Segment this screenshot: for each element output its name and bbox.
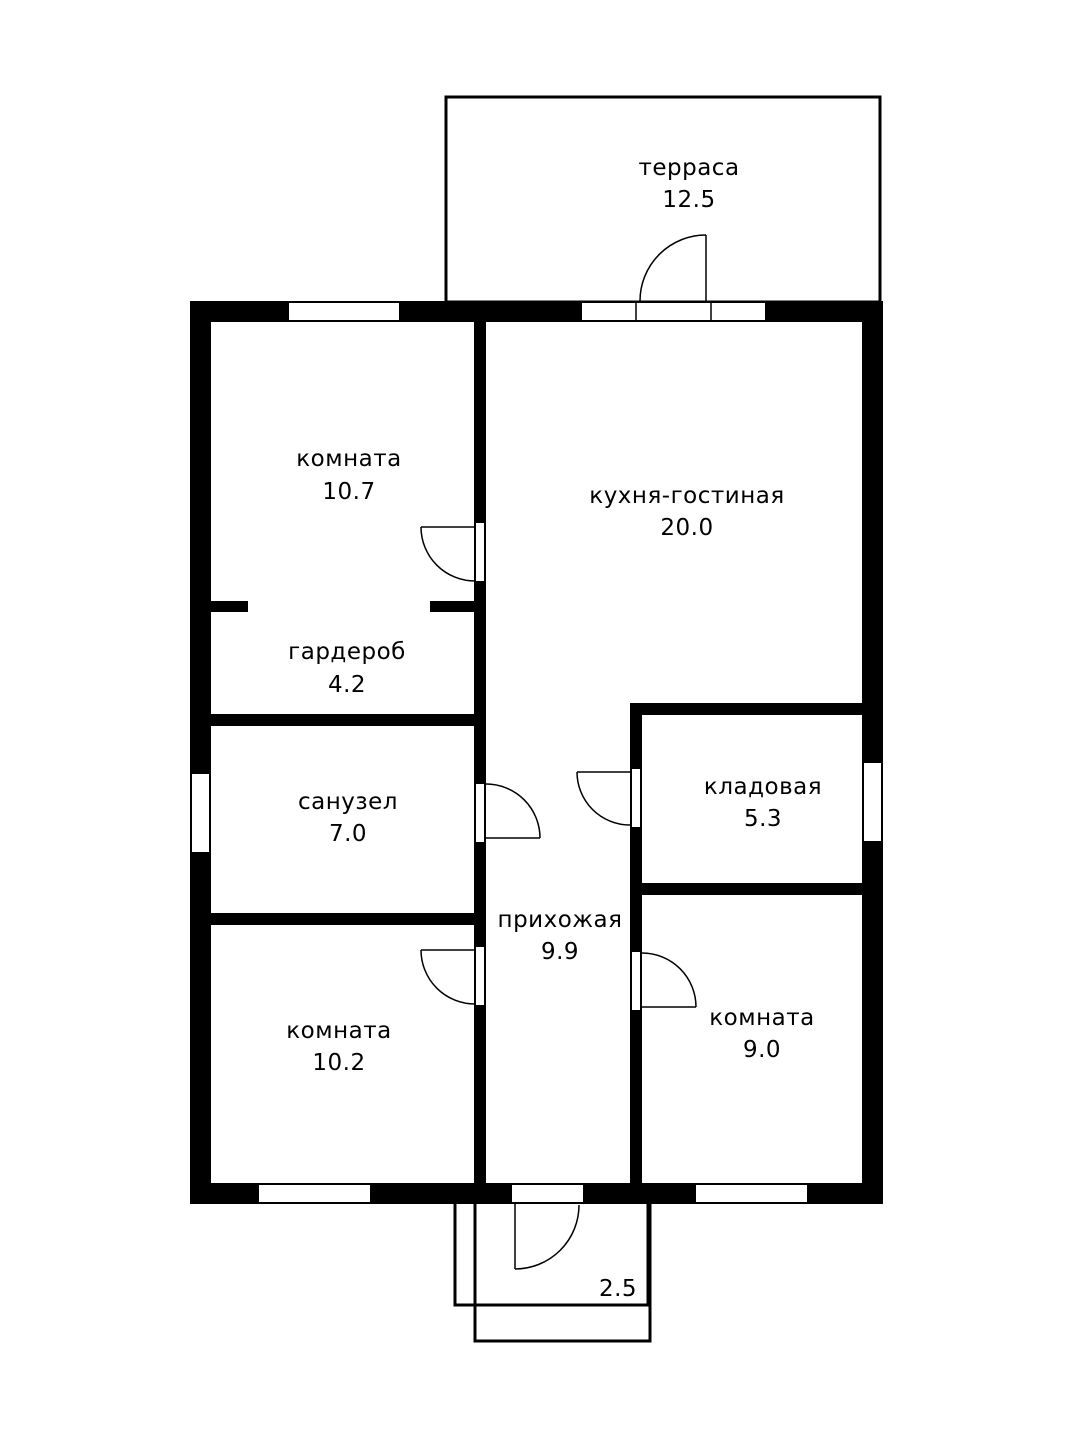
pantry-area: 5.3 [744,806,782,832]
window [257,1183,372,1204]
room-bottom-right-name: комната [709,1005,814,1031]
hall-name: прихожая [498,907,623,933]
window [190,772,211,854]
windows [190,301,883,1204]
window [580,301,767,322]
wardrobe-name: гардероб [288,639,406,665]
exterior-walls [190,301,883,1204]
wardrobe-area: 4.2 [328,672,366,698]
terrace-name: терраса [638,155,739,181]
hall-area: 9.9 [541,939,579,965]
room-top-area: 10.7 [322,479,375,505]
room-bottom-left-area: 10.2 [312,1050,365,1076]
kitchen-name: кухня-гостиная [589,483,784,509]
pantry-name: кладовая [704,774,822,800]
porch-outline [453,1202,652,1343]
door-swings [420,234,712,1270]
room-top-name: комната [296,446,401,472]
window [694,1183,809,1204]
door-openings [474,521,642,1204]
window [862,761,883,843]
room-bottom-left-name: комната [286,1018,391,1044]
porch-area: 2.5 [599,1276,637,1302]
room-bottom-right-area: 9.0 [743,1037,781,1063]
bathroom-area: 7.0 [329,821,367,847]
terrace-area: 12.5 [662,187,715,213]
kitchen-area: 20.0 [660,515,713,541]
bathroom-name: санузел [298,789,398,815]
window [287,301,401,322]
